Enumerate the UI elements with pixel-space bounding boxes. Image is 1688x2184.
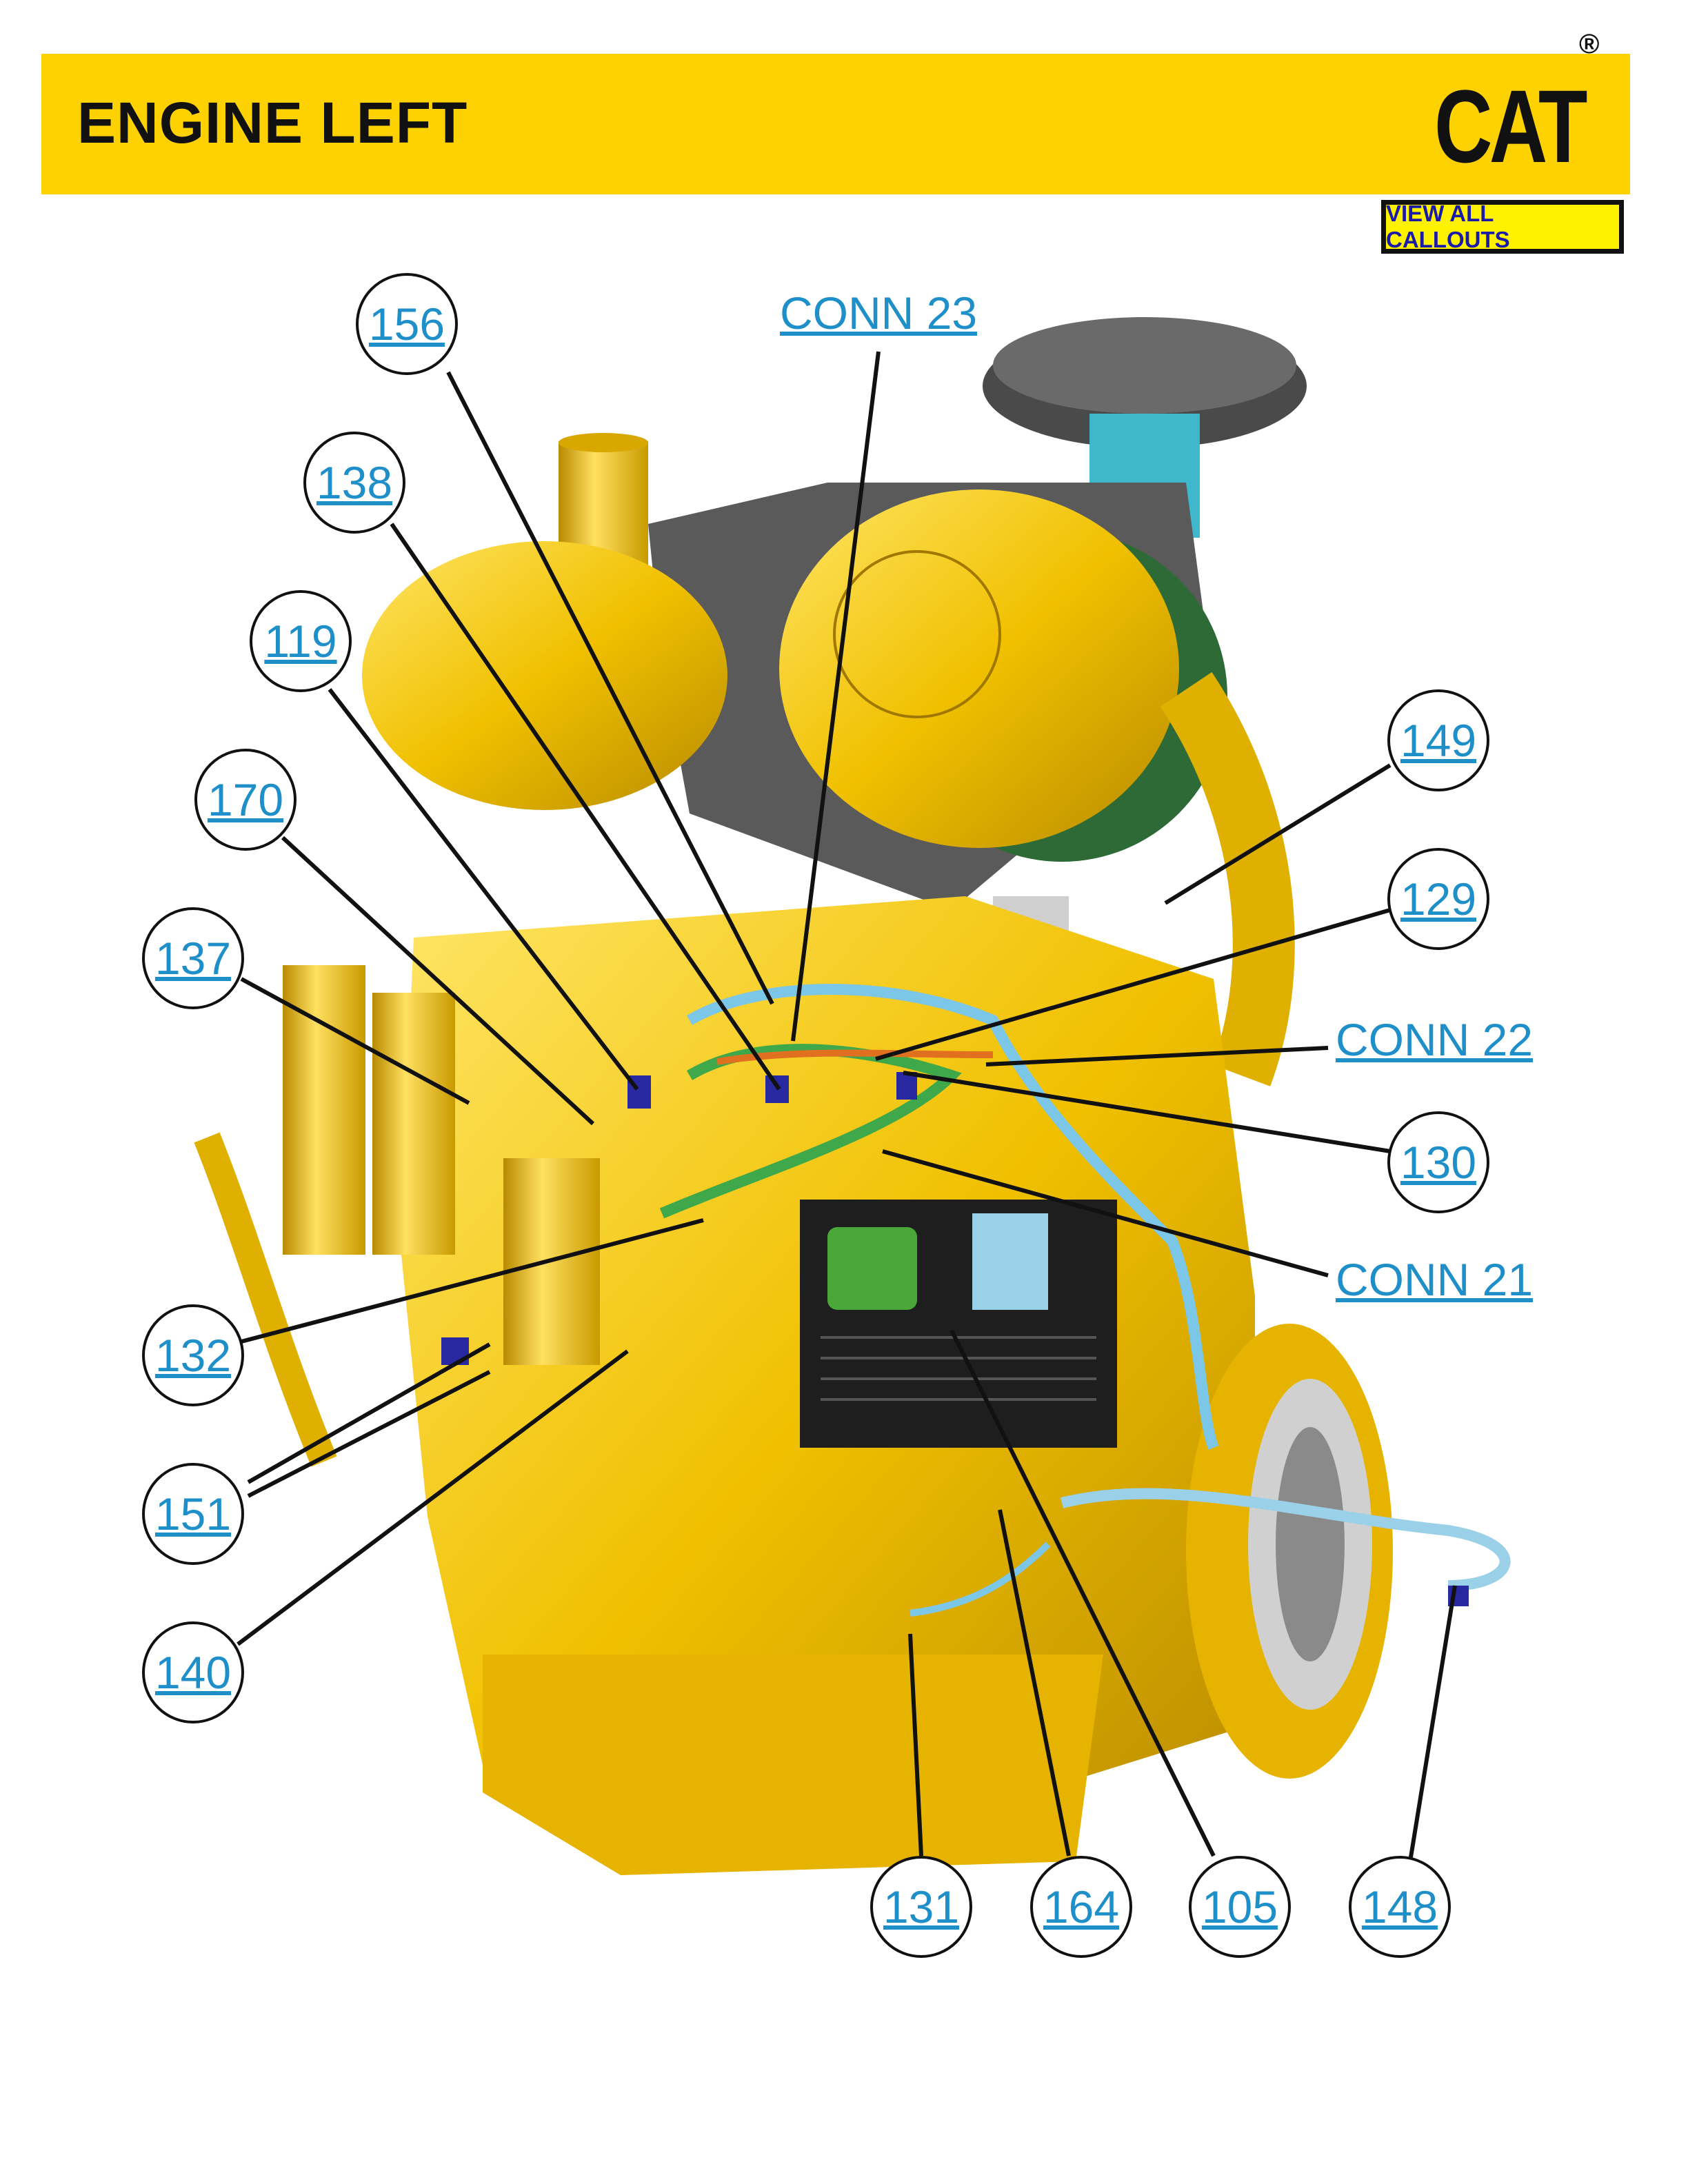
callout-link[interactable]: 156 xyxy=(368,299,445,350)
registered-mark: ® xyxy=(1579,29,1600,59)
callout-140[interactable]: 140 xyxy=(142,1621,244,1723)
callout-151[interactable]: 151 xyxy=(142,1463,244,1565)
callout-149[interactable]: 149 xyxy=(1387,689,1489,791)
leader-lines xyxy=(237,351,1457,1858)
callout-link[interactable]: 170 xyxy=(207,774,284,825)
callout-link[interactable]: 140 xyxy=(154,1647,232,1698)
conn-23-link[interactable]: CONN 23 xyxy=(776,287,981,339)
page-title: ENGINE LEFT xyxy=(77,90,468,155)
callout-148[interactable]: 148 xyxy=(1349,1856,1451,1958)
callout-170[interactable]: 170 xyxy=(194,749,297,851)
callout-link[interactable]: 105 xyxy=(1201,1881,1278,1932)
callout-131[interactable]: 131 xyxy=(870,1856,972,1958)
callout-link[interactable]: 130 xyxy=(1400,1137,1477,1188)
conn-22-link[interactable]: CONN 22 xyxy=(1332,1013,1536,1066)
cat-logo: CAT xyxy=(1434,68,1587,184)
callout-130[interactable]: 130 xyxy=(1387,1111,1489,1213)
callout-138[interactable]: 138 xyxy=(303,432,405,534)
callout-link[interactable]: 151 xyxy=(154,1488,232,1539)
callout-137[interactable]: 137 xyxy=(142,907,244,1009)
callout-105[interactable]: 105 xyxy=(1189,1856,1291,1958)
callout-132[interactable]: 132 xyxy=(142,1304,244,1406)
callout-link[interactable]: 138 xyxy=(316,457,393,508)
view-all-callouts-button[interactable]: VIEW ALL CALLOUTS xyxy=(1381,200,1624,254)
callout-link[interactable]: 149 xyxy=(1400,715,1477,766)
engine-body xyxy=(194,317,1511,1875)
callout-link[interactable]: 137 xyxy=(154,933,232,984)
header-bar: ENGINE LEFT CAT xyxy=(41,54,1630,194)
callout-156[interactable]: 156 xyxy=(356,273,458,375)
callout-link[interactable]: 131 xyxy=(883,1881,960,1932)
callout-link[interactable]: 132 xyxy=(154,1330,232,1381)
callout-129[interactable]: 129 xyxy=(1387,848,1489,950)
callout-164[interactable]: 164 xyxy=(1030,1856,1132,1958)
callout-link[interactable]: 119 xyxy=(264,616,337,667)
callout-link[interactable]: 164 xyxy=(1043,1881,1120,1932)
callout-link[interactable]: 148 xyxy=(1361,1881,1438,1932)
callout-link[interactable]: 129 xyxy=(1400,873,1477,924)
callout-119[interactable]: 119 xyxy=(250,590,352,692)
conn-21-link[interactable]: CONN 21 xyxy=(1332,1253,1536,1306)
